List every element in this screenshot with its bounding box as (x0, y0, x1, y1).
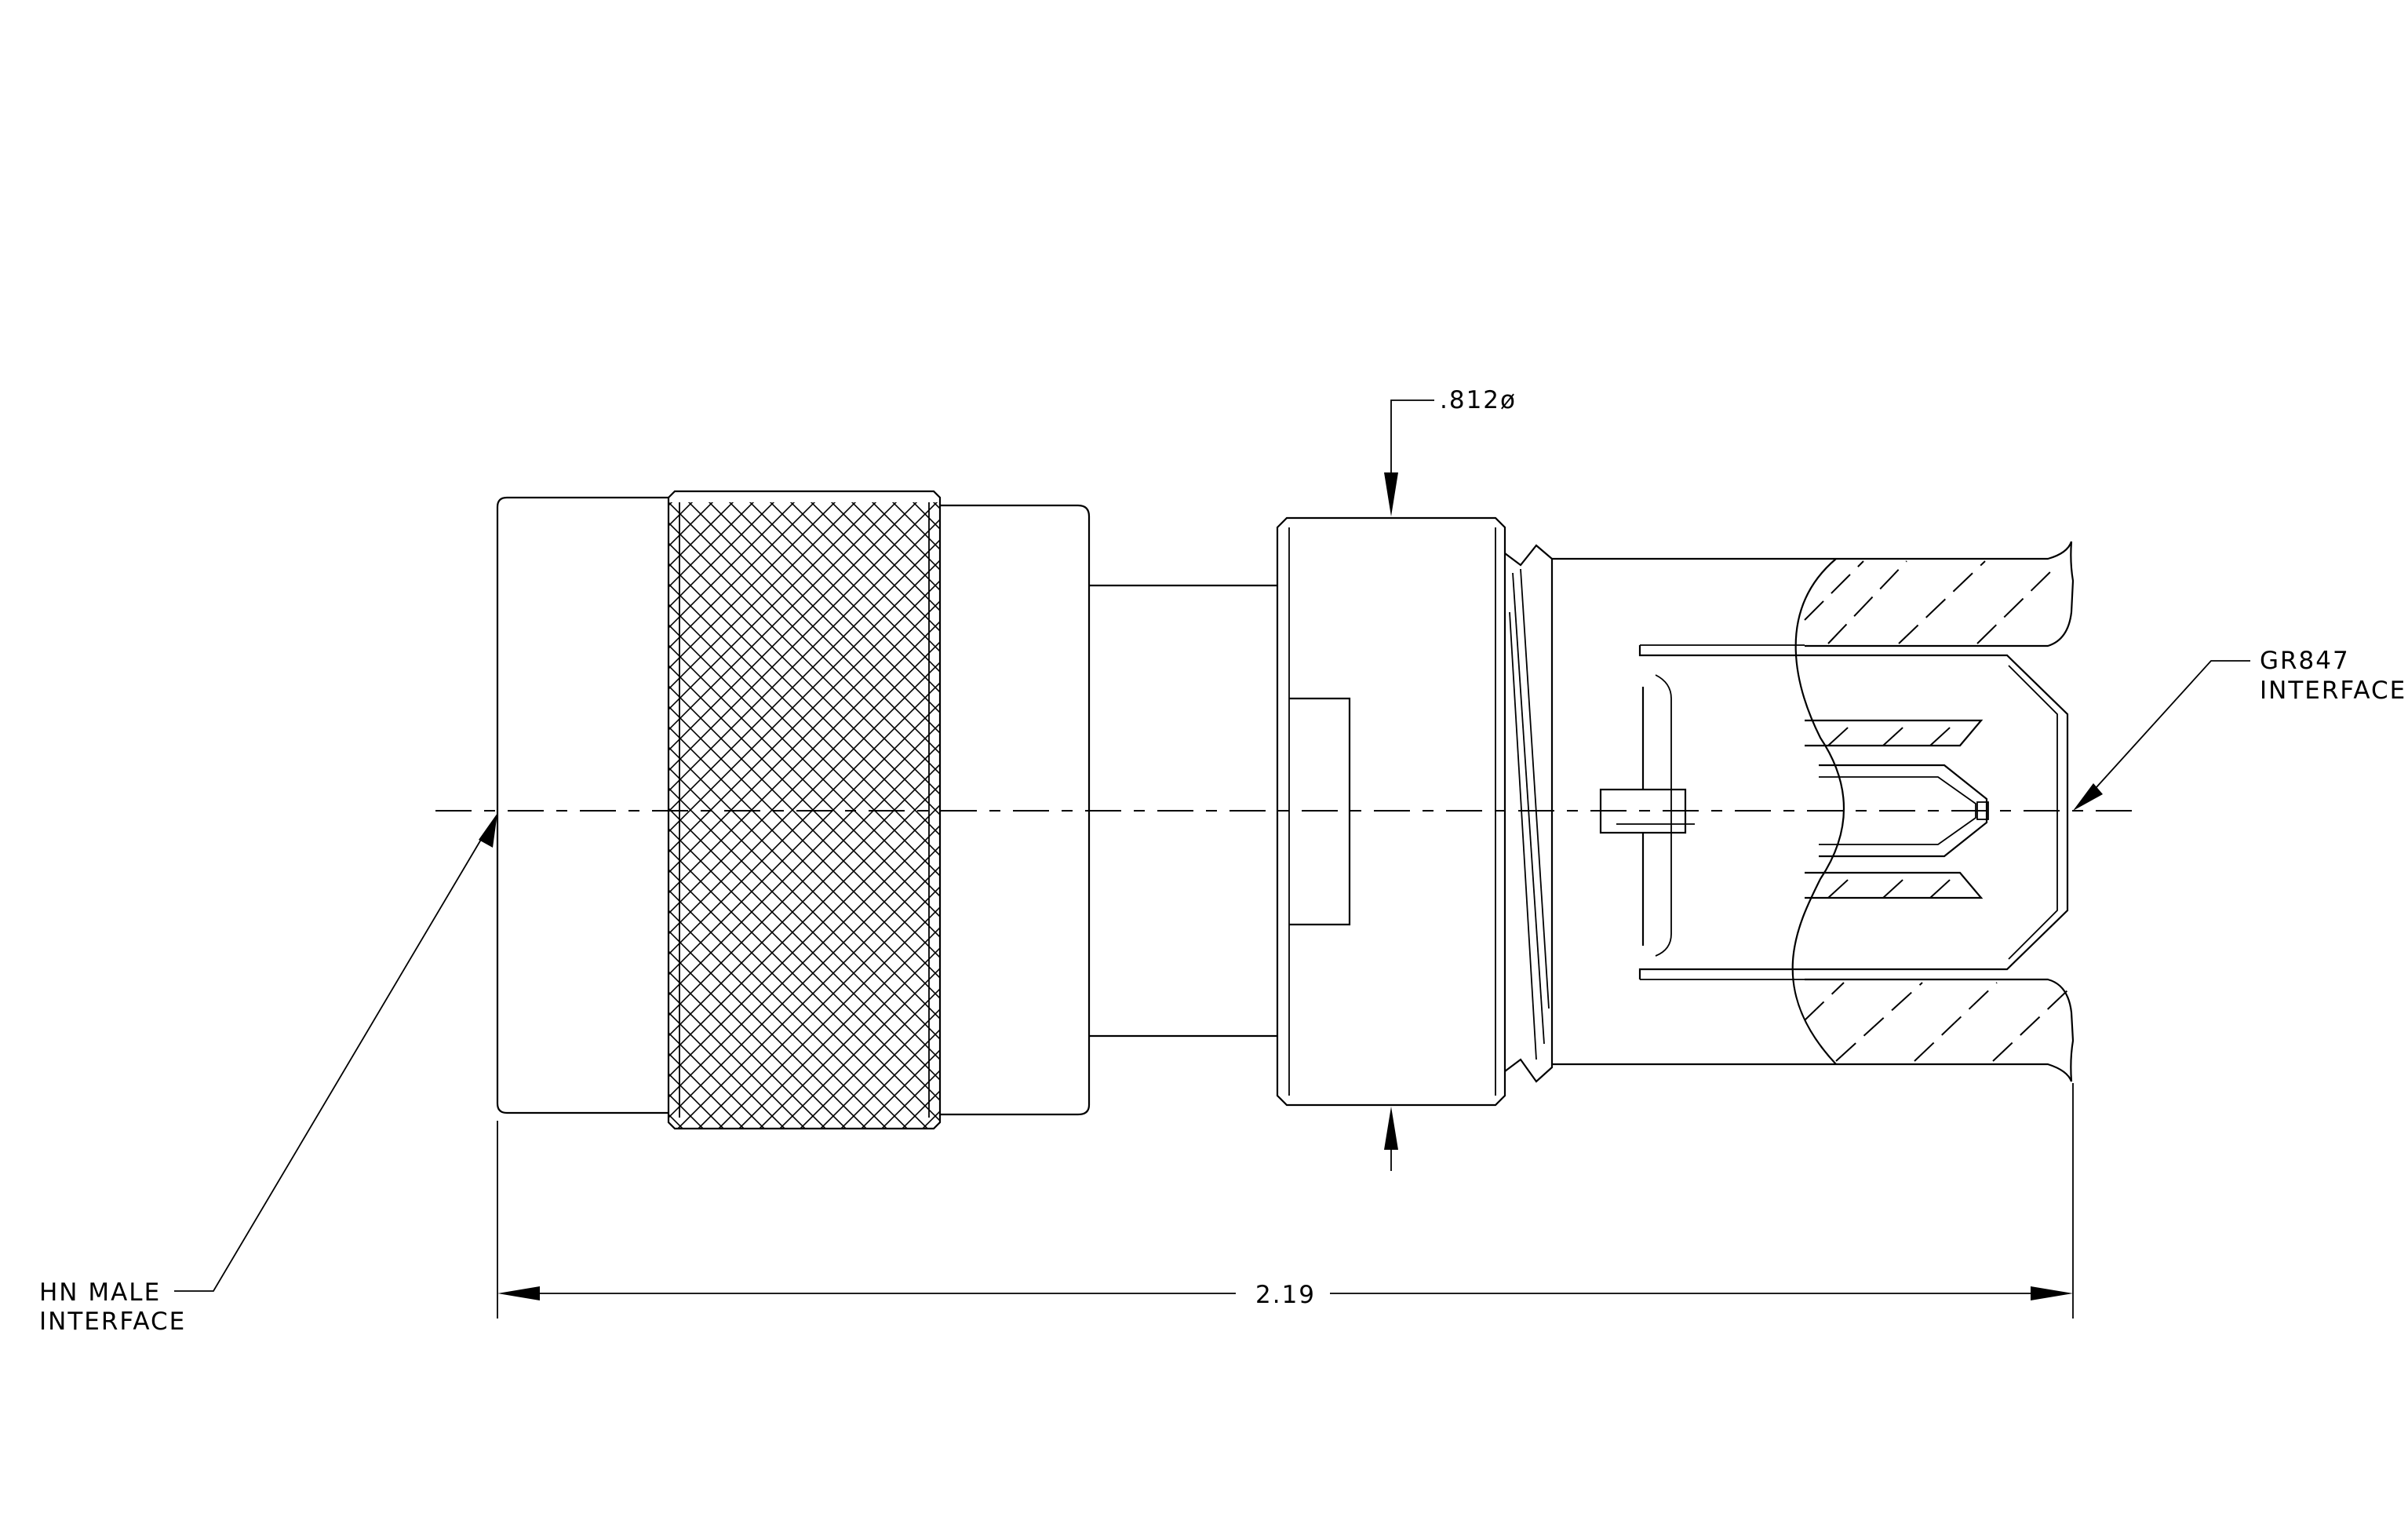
knurl-line (749, 502, 940, 694)
knurl-line (759, 947, 940, 1129)
knurl-line (0, 491, 560, 1129)
knurl-pattern (0, 491, 940, 1129)
knurl-line (668, 502, 734, 568)
knurl-line (668, 681, 940, 956)
gr847-interface-callout: GR847 INTERFACE (2073, 647, 2406, 811)
knurl-line (668, 502, 877, 711)
hn-male-interface-callout: HN MALE INTERFACE (39, 813, 497, 1336)
knurl-line (668, 868, 928, 1129)
knurl-line (668, 804, 940, 1078)
diameter-label: .812ø (1440, 386, 1517, 414)
knurl-line (668, 502, 816, 650)
knurl-line (668, 661, 940, 936)
knurl-line (668, 502, 857, 691)
diameter-dimension: .812ø (1384, 386, 1517, 1171)
knurl-line (668, 502, 775, 609)
knurl-line (668, 702, 940, 976)
hn-male-label-line2: INTERFACE (39, 1308, 186, 1336)
knurl-line (789, 502, 940, 653)
knurl-line (668, 502, 938, 772)
knurl-line (668, 929, 867, 1129)
knurl-line (668, 640, 940, 915)
knurl-line (0, 491, 560, 1129)
knurl-line (0, 491, 438, 1129)
gr847-body (1552, 541, 2075, 1082)
knurl-line (668, 1011, 785, 1129)
knurl-line (5, 491, 642, 1129)
knurl-line (0, 491, 397, 1129)
knurl-line (668, 1052, 745, 1129)
knurl-line (668, 722, 940, 997)
knurl-line (810, 502, 940, 633)
knurl-line (668, 763, 940, 1038)
knurl-line (0, 491, 499, 1129)
knurl-line (0, 491, 397, 1129)
knurl-line (668, 518, 940, 793)
gr847-label-line1: GR847 (2260, 647, 2350, 675)
knurl-line (668, 848, 940, 1122)
knurl-line (668, 538, 940, 813)
knurl-line (668, 502, 796, 629)
knurl-line (668, 824, 940, 1099)
knurl-line (668, 579, 940, 854)
length-dimension: 2.19 (497, 1083, 2074, 1319)
knurl-line (779, 967, 940, 1129)
knurl-line (668, 559, 940, 833)
knurl-line (668, 990, 806, 1129)
knurl-line (668, 502, 836, 670)
knurl-line (668, 502, 940, 775)
knurl-line (677, 865, 940, 1129)
knurl-line (668, 502, 898, 731)
knurl-line (668, 1072, 724, 1129)
thread-section (1504, 544, 1554, 1083)
neck (1089, 584, 1277, 1038)
knurl-line (668, 970, 826, 1129)
hn-male-label-line1: HN MALE (39, 1278, 161, 1307)
knurl-line (0, 491, 479, 1129)
hn-coupling-nut (0, 490, 1091, 1130)
knurl-line (830, 502, 940, 612)
section-hatch-lower (1804, 982, 2068, 1062)
knurl-line (668, 521, 940, 796)
knurl-line (0, 491, 438, 1129)
knurl-line (668, 502, 918, 752)
knurl-line (0, 491, 417, 1129)
knurl-line (668, 783, 940, 1058)
section-hatch-upper (1804, 560, 2056, 644)
knurl-line (668, 844, 940, 1119)
knurl-line (698, 885, 940, 1129)
gr847-label-line2: INTERFACE (2260, 677, 2406, 705)
knurl-line (668, 909, 887, 1129)
knurl-line (668, 827, 940, 1102)
knurl-line (0, 491, 417, 1129)
knurl-line (668, 950, 847, 1129)
knurl-line (728, 502, 940, 714)
knurl-line (708, 502, 940, 735)
knurl-line (668, 888, 908, 1129)
knurl-line (0, 491, 458, 1129)
knurl-line (668, 600, 940, 874)
knurl-line (668, 620, 940, 895)
knurl-line (800, 987, 940, 1129)
knurl-line (5, 491, 642, 1129)
knurl-line (769, 502, 940, 673)
knurl-line (0, 491, 458, 1129)
knurl-line (668, 502, 714, 548)
knurl-line (820, 1008, 940, 1129)
hex-body (1276, 516, 1506, 1107)
length-label: 2.19 (1255, 1281, 1316, 1309)
knurl-line (687, 502, 940, 755)
knurl-line (738, 926, 940, 1129)
knurl-line (718, 906, 940, 1129)
knurl-line (0, 491, 479, 1129)
knurl-line (0, 491, 499, 1129)
knurl-line (668, 742, 940, 1017)
